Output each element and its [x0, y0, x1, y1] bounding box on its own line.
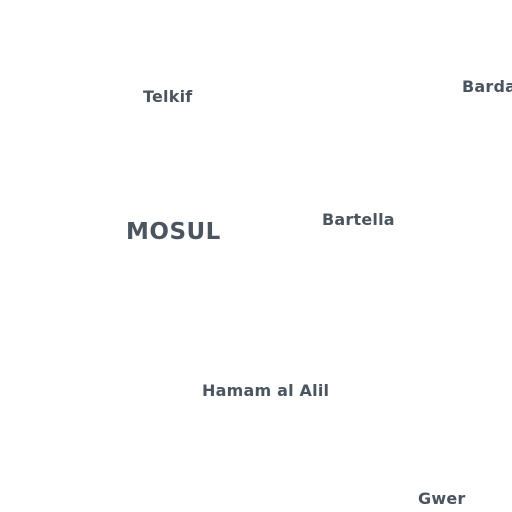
place-label-hamam-al-alil: Hamam al Alil [202, 381, 330, 400]
place-label-barda: Barda [462, 77, 512, 96]
place-label-bartella: Bartella [322, 210, 395, 229]
place-label-telkif: Telkif [143, 87, 193, 106]
place-label-gwer: Gwer [418, 489, 466, 508]
place-label-mosul: MOSUL [126, 219, 221, 245]
